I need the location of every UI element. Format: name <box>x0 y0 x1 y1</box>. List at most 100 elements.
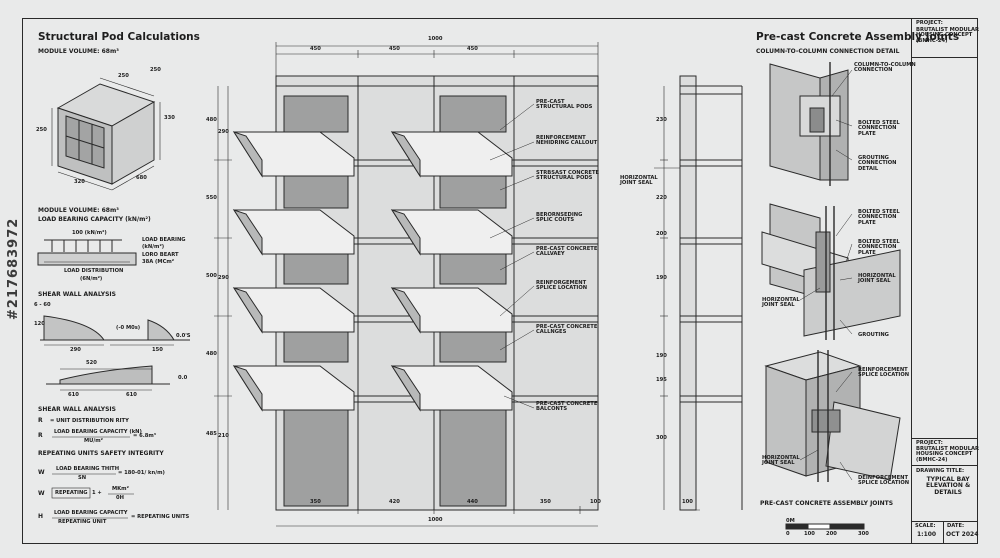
elev-top-total: 1000 <box>428 36 443 42</box>
elev-left-dim-b1: 290 <box>218 129 229 135</box>
joint3-label-3: DEINFORCEMENT SPLICE LOCATION <box>858 475 910 487</box>
shear-dim-a: 6 - 60 <box>34 302 51 308</box>
shear-heading-1: SHEAR WALL ANALYSIS <box>38 291 116 298</box>
elev-left-dim-1: 480 <box>206 117 217 123</box>
title-block-project-cell: PROJECT: BRUTALIST MODULAR HOUSING CONCE… <box>912 18 980 58</box>
load-right-2: (kN/m²) <box>142 244 165 250</box>
tb-project-text-2: BRUTALIST MODULAR HOUSING CONCEPT (BMHC-… <box>916 446 980 463</box>
callout-4: BERORNSEDING SPLIC COUTS <box>536 212 583 224</box>
elev-left-dim-4: 480 <box>206 351 217 357</box>
elev-bottom-total: 1000 <box>428 517 443 523</box>
formula-3-result: = 180-01/ kn/m) <box>118 470 165 476</box>
title-block-drawing-cell: DRAWING TITLE: TYPICAL BAY ELEVATION & D… <box>912 466 978 522</box>
section-joint-seal: HORIZONTAL JOINT SEAL <box>620 175 658 187</box>
load-right-4: 38A (MCm² <box>142 259 175 265</box>
callout-1: PRE-CAST STRUCTURAL PODS <box>536 99 593 111</box>
callout-3: STRBSAST CONCRETE STRUCTURAL PODS <box>536 170 600 182</box>
cube-dim-top-a: 250 <box>118 73 129 79</box>
scale-label-100: 100 <box>804 531 815 537</box>
elev-left-dim-3: 500 <box>206 273 217 279</box>
repeat-heading: REPEATING UNITS SAFETY INTEGRITY <box>38 450 164 457</box>
elev-top-dim-3: 450 <box>467 46 478 52</box>
formula-3-num: LOAD BEARING THITH <box>56 466 120 472</box>
section-drawing <box>654 75 743 511</box>
scale-label-200: 200 <box>826 531 837 537</box>
formula-2-num: LOAD BEARING CAPACITY (kN) <box>54 429 142 435</box>
section-dim-6: 195 <box>656 377 667 383</box>
shear-dim-f: 0.0'S <box>176 333 191 339</box>
formula-4-mid: 1 + <box>92 490 102 496</box>
cube-dim-bottom-a: 320 <box>74 179 85 185</box>
joints-title: Pre-cast Concrete Assembly Joints <box>756 31 960 43</box>
joint3-label-1: REINFORCEMENT SPLICE LOCATION <box>858 367 910 379</box>
title-block-date-cell: DATE: OCT 2024 <box>944 522 978 544</box>
cube-dim-bottom-b: 680 <box>136 175 147 181</box>
section-dim-3: 200 <box>656 231 667 237</box>
load-capacity-heading: LOAD BEARING CAPACITY (kN/m²) <box>38 216 151 223</box>
load-right-3: LORO BEART <box>142 252 179 258</box>
joint2-label-2: BOLTED STEEL CONNECTION PLATE <box>858 239 900 256</box>
section-dim-7: 300 <box>656 435 667 441</box>
shear2-dim-b: 610 <box>68 392 79 398</box>
module-cube <box>51 77 161 191</box>
shear-dim-b: 120 <box>34 321 45 327</box>
tb-drawing-label: DRAWING TITLE: <box>916 468 965 474</box>
elev-bottom-dim-2: 420 <box>389 499 400 505</box>
formula-5-num: LOAD BEARING CAPACITY <box>54 510 128 516</box>
callout-5: PRE-CAST CONCRETE CALLVAEY <box>536 246 598 258</box>
formula-1-label: R <box>38 417 43 424</box>
formula-2-result: = 6.8m³ <box>133 433 157 439</box>
load-top-label: 100 (kN/m²) <box>72 230 107 236</box>
load-diagram <box>37 239 137 266</box>
cube-dim-right: 330 <box>164 115 175 121</box>
joint2-label-1: BOLTED STEEL CONNECTION PLATE <box>858 209 900 226</box>
tb-scale-value: 1:100 <box>917 531 937 538</box>
section-dim-5: 190 <box>656 353 667 359</box>
tb-project-label-2: PROJECT: <box>916 440 943 446</box>
formula-4-den: 0H <box>116 495 124 501</box>
formula-3-den: SN <box>78 475 87 481</box>
callout-6: REINFORGEMENT SPLICE LOCATION <box>536 280 588 292</box>
elev-left-dim-b2: 290 <box>218 275 229 281</box>
module-volume-1: MODULE VOLUME: 68m³ <box>38 48 119 55</box>
elev-bottom-dim-3: 440 <box>467 499 478 505</box>
formula-5-den: REPEATING UNIT <box>58 519 107 525</box>
elev-top-dim-1: 450 <box>310 46 321 52</box>
formula-3-label: W <box>38 469 45 476</box>
shear2-dim-a: 520 <box>86 360 97 366</box>
joint3-label-2: HORIZONTAL JOINT SEAL <box>762 455 800 467</box>
tb-date-label: DATE: <box>947 523 965 529</box>
callout-2: REINFORCEMENT NEHIDRING CALLOUT <box>536 135 598 147</box>
formula-5-label: H <box>38 513 44 520</box>
sheet-border <box>22 18 978 544</box>
title-block-project-cell-2: PROJECT: BRUTALIST MODULAR HOUSING CONCE… <box>912 438 980 466</box>
scale-label-0: 0 <box>786 531 790 537</box>
tb-project-text: BRUTALIST MODULAR HOUSING CONCEPT (BMHC-… <box>916 27 980 44</box>
joint1-label-1: COLUMN-TO-COLUMN CONNECTION <box>854 62 916 74</box>
shear2-dim-c: 610 <box>126 392 137 398</box>
shear-dim-c: 290 <box>70 347 81 353</box>
formula-rules <box>51 436 134 519</box>
title-block-scale-cell: SCALE: 1:100 <box>912 522 944 544</box>
joint1-label-3: GROUTING CONNECTION DETAIL <box>858 155 897 172</box>
calc-title: Structural Pod Calculations <box>38 31 200 43</box>
shear-diagram <box>40 315 190 391</box>
cube-dim-left: 250 <box>36 127 47 133</box>
formula-2-den: MU/m² <box>84 438 103 444</box>
joint2-label-5: GROUTING <box>858 332 889 338</box>
tb-drawing-text: TYPICAL BAY ELEVATION & DETAILS <box>926 476 971 496</box>
shear2-dim-d: 0.0 <box>178 375 188 381</box>
section-dim-1: 230 <box>656 117 667 123</box>
shear-dim-d: 150 <box>152 347 163 353</box>
formula-4-box: REPEATING <box>55 490 88 496</box>
load-dist-1: LOAD DISTRIBUTION <box>64 268 124 274</box>
section-bottom-dim: 100 <box>682 499 693 505</box>
title-block: PROJECT: BRUTALIST MODULAR HOUSING CONCE… <box>911 18 980 544</box>
formula-4-label: W <box>38 490 45 497</box>
formula-4-num: MKm² <box>112 486 129 492</box>
joints-subtitle: COLUMN-TO-COLUMN CONNECTION DETAIL <box>756 48 900 55</box>
joints-footer: PRE-CAST CONCRETE ASSEMBLY JOINTS <box>760 500 894 507</box>
load-dist-2: (6N/m²) <box>80 276 103 282</box>
cube-dim-top-b: 250 <box>150 67 161 73</box>
